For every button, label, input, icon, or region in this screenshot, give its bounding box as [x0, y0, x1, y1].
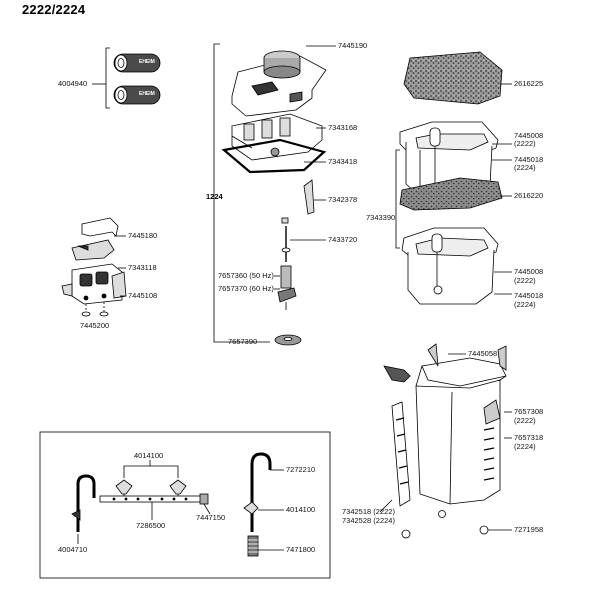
lower-basket-part [401, 227, 499, 305]
hose-part [113, 53, 161, 105]
canister-part [415, 343, 507, 505]
label-intake-bend: 7272210 [286, 465, 316, 474]
label-clip-bar-b: 7342528 (2224) [342, 516, 395, 525]
label-foot: 7271958 [514, 525, 544, 534]
pump-head-part [231, 113, 323, 161]
intake-bend-part [250, 452, 272, 532]
label-outlet-bend: 4004710 [58, 545, 88, 554]
label-tap-unit: 7445108 [128, 291, 158, 300]
upper-basket-part [399, 121, 499, 199]
filter-pad-mid-part [399, 177, 503, 211]
shaft-part [281, 217, 291, 262]
impeller-cover-part [303, 179, 315, 215]
impeller-part [277, 265, 297, 310]
label-canister-a-model: (2222) [514, 416, 536, 425]
label-basket-lower-b: 7445018 [514, 291, 544, 300]
label-basket-upper-a-model: (2222) [514, 139, 536, 148]
label-impeller-60: 7657370 (60 Hz) [218, 284, 274, 293]
label-canister-b-model: (2224) [514, 442, 536, 451]
label-basket-support: 7343390 [366, 213, 396, 222]
label-pump-head: 7343168 [328, 123, 358, 132]
label-gasket: 7445200 [80, 321, 110, 330]
accessories-box [39, 431, 331, 579]
label-basket-upper-a: 7445008 [514, 131, 544, 140]
label-clip-bar-a: 7342518 (2222) [342, 507, 395, 516]
gasket-part [81, 302, 109, 317]
label-suction-cup-2: 4014100 [286, 505, 316, 514]
label-hose: 4004940 [58, 79, 88, 88]
assembly-label: 1224 [206, 192, 223, 201]
hose-brand-label-2: EHEIM [139, 91, 155, 97]
label-basket-lower-a: 7445008 [514, 267, 544, 276]
foot-part [401, 510, 512, 539]
diagram-title: 2222/2224 [22, 2, 86, 17]
label-filter-pad-top: 2616225 [514, 79, 544, 88]
label-basket-upper-b-model: (2224) [514, 163, 536, 172]
handle-part [383, 365, 411, 383]
label-pump-head-cover: 7445190 [338, 41, 368, 50]
label-clip: 7445180 [128, 231, 158, 240]
adapter-part [61, 263, 127, 305]
label-impeller-cover: 7342378 [328, 195, 358, 204]
label-basket-lower-b-model: (2224) [514, 300, 536, 309]
outlet-bend-part [76, 474, 96, 532]
label-canister-b: 7657318 [514, 433, 544, 442]
label-basket-lower-a-model: (2222) [514, 276, 536, 285]
hose-brand-label: EHEIM [139, 59, 155, 65]
label-end-cap: 7447150 [196, 513, 226, 522]
label-canister-a: 7657308 [514, 407, 544, 416]
suction-cup-part [115, 479, 187, 496]
label-rubber-bearing: 7657390 [228, 337, 258, 346]
strainer-part [247, 535, 259, 557]
clip-bar-part [391, 401, 411, 507]
label-filter-pad-mid: 2616220 [514, 191, 544, 200]
spray-bar-part [99, 493, 209, 505]
clip-part [71, 217, 119, 261]
label-basket-upper-b: 7445018 [514, 155, 544, 164]
label-spray-bar: 7286500 [136, 521, 166, 530]
label-adapter: 7343118 [128, 263, 157, 272]
label-intake-strainer: 7471800 [286, 545, 316, 554]
label-sealing-ring: 7343418 [328, 157, 358, 166]
label-impeller-50: 7657360 (50 Hz) [218, 271, 274, 280]
pump-head-cover-part [231, 50, 327, 117]
seal-ring-part [221, 138, 327, 174]
label-handle: 7445058 [468, 349, 498, 358]
label-suction-cup: 4014100 [134, 451, 164, 460]
label-shaft: 7433720 [328, 235, 358, 244]
filter-pad-top-part [403, 51, 503, 105]
